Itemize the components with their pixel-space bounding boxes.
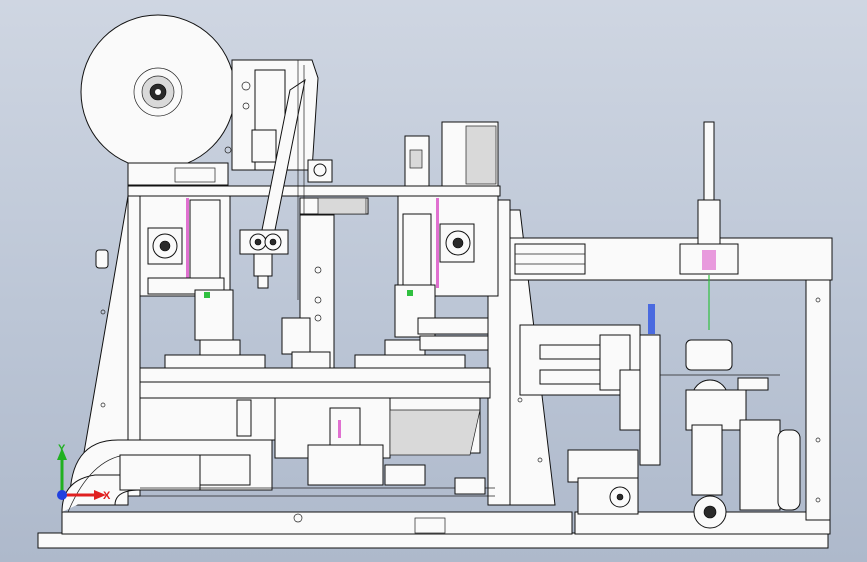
tape-reel	[80, 14, 236, 186]
middle-rollers	[139, 317, 491, 399]
right-gantry	[509, 121, 833, 521]
lower-assembly	[119, 397, 495, 497]
wheel-assembly	[660, 339, 801, 529]
feeder-cylinders	[519, 304, 661, 515]
guide-rollers	[239, 229, 289, 289]
axis-origin-marker	[57, 490, 67, 500]
center-column	[281, 159, 335, 383]
right-station	[354, 121, 499, 370]
left-station	[139, 195, 266, 370]
x-axis-label: X	[103, 490, 111, 502]
axis-triad: Y X	[57, 443, 111, 502]
y-axis-label: Y	[58, 443, 66, 455]
top-beam	[127, 185, 501, 215]
